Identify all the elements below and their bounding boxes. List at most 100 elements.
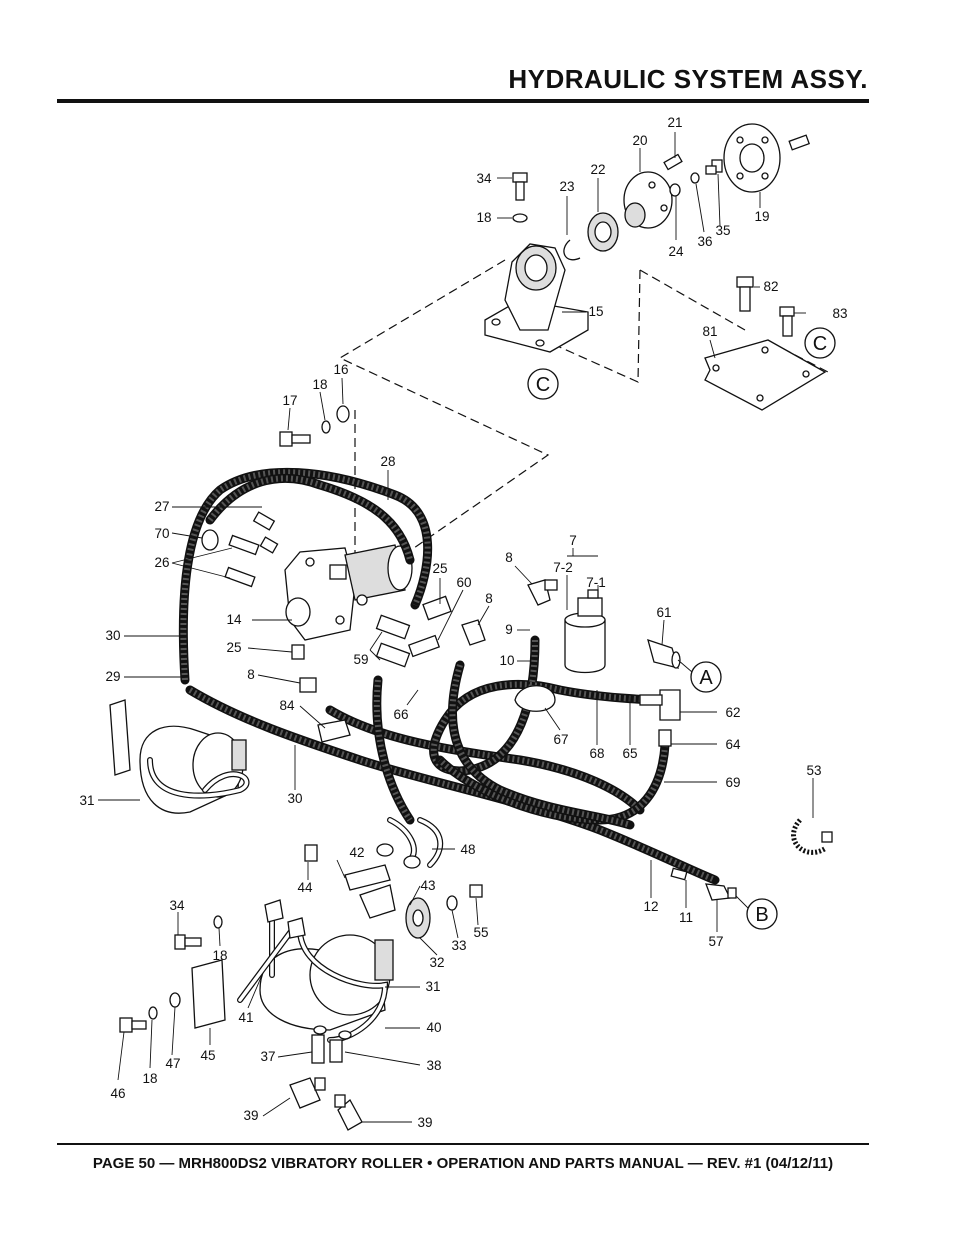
part-label: 65 (622, 746, 637, 761)
bolt-55 (469, 884, 483, 898)
clamp-67-84 (317, 685, 556, 743)
bolt-34-top (512, 172, 528, 223)
callout-b: B (755, 904, 768, 926)
filter-assy-7 (564, 589, 606, 674)
fitting-61 (647, 638, 681, 669)
part-label: 39 (243, 1108, 258, 1123)
stud-21 (663, 153, 683, 171)
part-label: 20 (632, 133, 647, 148)
part-label: 18 (312, 377, 327, 392)
part-label: 28 (380, 454, 395, 469)
part-label: 59 (353, 652, 368, 667)
part-label: 12 (643, 899, 658, 914)
part-label: 43 (420, 878, 435, 893)
part-label: 46 (110, 1086, 125, 1101)
bracket-45 (191, 959, 226, 1029)
part-label: 67 (553, 732, 568, 747)
washer-18 (321, 420, 331, 434)
part-label: 27 (154, 499, 169, 514)
hose-end-12-11 (670, 867, 737, 901)
part-label: 48 (460, 842, 475, 857)
part-label: 81 (702, 324, 717, 339)
part-label: 15 (588, 304, 603, 319)
tee-62-fitting-64 (639, 689, 681, 747)
bolt-44 (304, 844, 318, 862)
washer-33 (446, 895, 458, 911)
part-label: 37 (260, 1049, 275, 1064)
part-label: 55 (473, 925, 488, 940)
part-label: 68 (589, 746, 604, 761)
part-label: 38 (426, 1058, 441, 1073)
part-label: 25 (432, 561, 447, 576)
part-label: 30 (105, 628, 120, 643)
part-label: 61 (656, 605, 671, 620)
bolt-17 (279, 431, 311, 447)
hose-assembly-28-30 (178, 467, 433, 685)
part-label: 34 (476, 171, 492, 186)
part-label: 32 (429, 955, 444, 970)
mounting-plate-81 (704, 339, 827, 411)
gear-43 (405, 897, 431, 939)
part-label: 18 (476, 210, 491, 225)
part-label: 53 (806, 763, 821, 778)
part-label: 64 (725, 737, 741, 752)
bearing-22 (587, 212, 619, 252)
part-label: 36 (697, 234, 712, 249)
header-rule (57, 99, 869, 103)
part-label: 82 (763, 279, 778, 294)
reference-callouts: C C A B (527, 327, 836, 930)
part-label: 31 (425, 979, 440, 994)
nut-36 (690, 172, 700, 184)
part-label: 9 (505, 622, 513, 637)
part-label: 45 (200, 1048, 215, 1063)
part-label: 7-1 (586, 575, 606, 590)
part-label: 66 (393, 707, 408, 722)
coupling-19 (723, 123, 811, 193)
leader-lines (98, 132, 814, 1123)
part-label: 22 (590, 162, 605, 177)
part-label: 8 (485, 591, 493, 606)
part-label: 23 (559, 179, 574, 194)
callout-c-2: C (813, 333, 827, 355)
part-label: 26 (154, 555, 169, 570)
part-label: 8 (505, 550, 513, 565)
hydraulic-pump-14 (284, 544, 413, 641)
part-label: 19 (754, 209, 769, 224)
part-label: 57 (708, 934, 723, 949)
part-label: 44 (297, 880, 313, 895)
fittings-37-38-39 (289, 1025, 363, 1131)
part-label: 62 (725, 705, 740, 720)
bolt-82 (736, 276, 754, 312)
part-label: 47 (165, 1056, 180, 1071)
tube-48 (376, 817, 444, 869)
part-label: 11 (679, 910, 693, 925)
part-label: 18 (142, 1071, 157, 1086)
washer-16 (336, 405, 350, 423)
part-label: 70 (154, 526, 169, 541)
clamp-band-53 (791, 818, 833, 855)
part-label: 16 (333, 362, 348, 377)
fittings-26-27-70 (201, 511, 279, 588)
part-label: 8 (247, 667, 255, 682)
washer-24 (669, 183, 681, 197)
part-label: 24 (668, 244, 684, 259)
part-label: 14 (226, 612, 242, 627)
part-label: 17 (282, 393, 297, 408)
fittings-25-60-59 (291, 595, 486, 693)
callout-a: A (699, 667, 713, 689)
small-parts-lower-left (119, 915, 223, 1033)
page-title: HYDRAULIC SYSTEM ASSY. (508, 64, 868, 94)
part-label: 18 (212, 948, 227, 963)
bolt-35 (705, 159, 723, 175)
part-label: 21 (667, 115, 682, 130)
part-label: 25 (226, 640, 241, 655)
part-number-labels: 21 20 34 23 22 18 24 36 35 19 15 82 83 8… (79, 115, 847, 1130)
tubes-41 (237, 899, 306, 1003)
page-footer: PAGE 50 — MRH800DS2 VIBRATORY ROLLER • O… (92, 1155, 834, 1172)
part-label: 33 (451, 938, 466, 953)
part-label: 34 (169, 898, 185, 913)
part-label: 40 (426, 1020, 441, 1035)
part-label: 41 (238, 1010, 253, 1025)
snap-ring-23 (563, 239, 581, 261)
